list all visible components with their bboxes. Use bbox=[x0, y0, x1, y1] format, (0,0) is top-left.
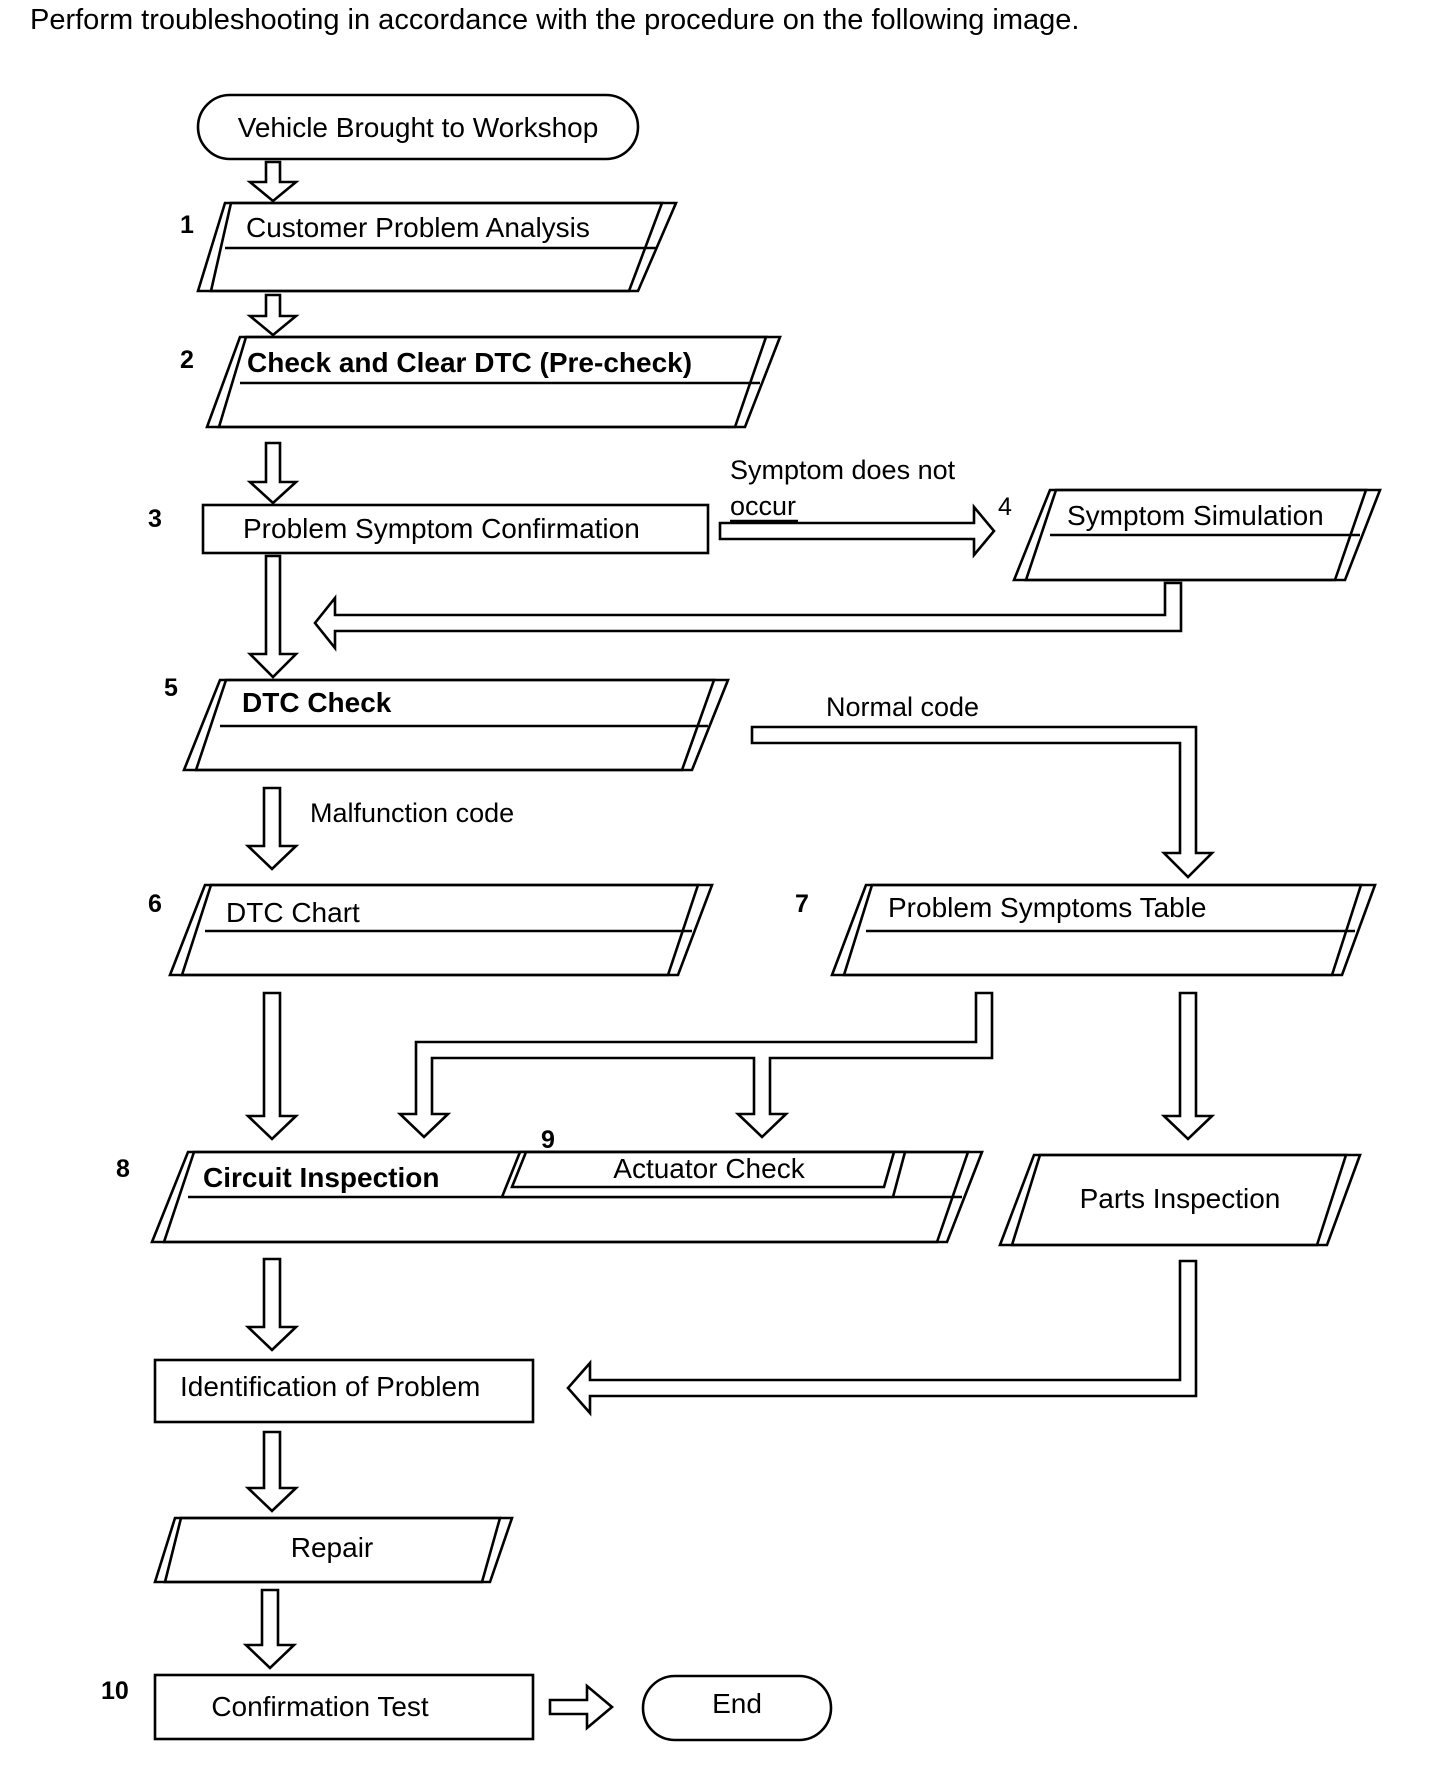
branch-normal-code: Normal code bbox=[826, 692, 979, 722]
step-8-label: Circuit Inspection bbox=[203, 1162, 439, 1193]
arrow-start-to-step-1 bbox=[246, 160, 300, 203]
repair: Repair bbox=[153, 1516, 514, 1584]
step-3-problem-symptom-confirmation: 3 Problem Symptom Confirmation bbox=[148, 503, 710, 555]
branch-symptom-not-occur-line2: occur bbox=[730, 491, 796, 521]
step-5-dtc-check: 5 DTC Check bbox=[164, 674, 730, 772]
end-label: End bbox=[712, 1688, 762, 1719]
arrow-step-5-to-step-7 bbox=[750, 725, 1216, 879]
step-3-number: 3 bbox=[148, 505, 162, 533]
arrow-step-7-to-parts-inspection bbox=[1160, 991, 1216, 1141]
repair-label: Repair bbox=[291, 1532, 373, 1563]
step-2-check-clear-dtc: 2 Check and Clear DTC (Pre-check) bbox=[180, 335, 782, 429]
instruction-text: Perform troubleshooting in accordance wi… bbox=[30, 4, 1080, 36]
arrow-step-5-to-step-6 bbox=[244, 786, 300, 871]
confirmation-test-label: Confirmation Test bbox=[211, 1691, 429, 1722]
arrow-identification-to-repair bbox=[244, 1430, 300, 1513]
step-6-number: 6 bbox=[148, 890, 162, 918]
arrow-step-3-to-step-5 bbox=[246, 554, 300, 679]
arrow-repair-to-step-10 bbox=[242, 1588, 298, 1670]
step-2-label: Check and Clear DTC (Pre-check) bbox=[247, 347, 692, 378]
arrow-parts-inspection-to-identification bbox=[566, 1259, 1198, 1417]
step-1-number: 1 bbox=[180, 211, 194, 239]
step-7-problem-symptoms-table: 7 Problem Symptoms Table bbox=[795, 883, 1377, 977]
step-6-dtc-chart: 6 DTC Chart bbox=[148, 883, 714, 977]
branch-malfunction-code: Malfunction code bbox=[310, 798, 514, 828]
end-terminal: End bbox=[641, 1674, 833, 1742]
identification-of-problem: Identification of Problem bbox=[153, 1358, 535, 1424]
step-7-number: 7 bbox=[795, 890, 809, 918]
step-8-number: 8 bbox=[116, 1155, 130, 1183]
step-5-label: DTC Check bbox=[242, 687, 392, 718]
start-label: Vehicle Brought to Workshop bbox=[238, 112, 599, 143]
arrow-step-4-return bbox=[313, 581, 1183, 652]
step-3-label: Problem Symptom Confirmation bbox=[243, 513, 640, 544]
step-2-number: 2 bbox=[180, 346, 194, 374]
start-terminal: Vehicle Brought to Workshop bbox=[196, 93, 640, 161]
step-7-label: Problem Symptoms Table bbox=[888, 892, 1207, 923]
arrow-step-3-to-step-4 bbox=[718, 503, 996, 559]
step-4-number: 4 bbox=[998, 493, 1012, 521]
arrow-step-6-to-step-8 bbox=[244, 991, 300, 1141]
arrow-step-2-to-step-3 bbox=[246, 441, 300, 505]
step-10-number: 10 bbox=[101, 1677, 129, 1705]
step-4-label: Symptom Simulation bbox=[1067, 500, 1324, 531]
step-9-label: Actuator Check bbox=[613, 1153, 805, 1184]
step-5-number: 5 bbox=[164, 674, 178, 702]
step-1-customer-problem-analysis: 1 Customer Problem Analysis bbox=[180, 201, 678, 293]
arrow-step-8-to-identification bbox=[244, 1257, 300, 1352]
parts-inspection: Parts Inspection bbox=[998, 1153, 1362, 1247]
step-6-label: DTC Chart bbox=[226, 897, 360, 928]
step-9-number: 9 bbox=[541, 1126, 555, 1154]
arrow-step-10-to-end bbox=[548, 1683, 615, 1731]
branch-symptom-not-occur-line1: Symptom does not bbox=[730, 455, 956, 485]
step-1-label: Customer Problem Analysis bbox=[246, 212, 590, 243]
step-4-symptom-simulation: 4 Symptom Simulation bbox=[998, 488, 1382, 582]
step-9-actuator-check: 9 Actuator Check bbox=[500, 1126, 907, 1199]
arrow-step-7-to-step-8-and-9 bbox=[396, 991, 994, 1139]
step-10-confirmation-test: 10 Confirmation Test bbox=[101, 1673, 535, 1741]
arrow-step-1-to-step-2 bbox=[246, 293, 300, 337]
identification-label: Identification of Problem bbox=[180, 1371, 480, 1402]
parts-inspection-label: Parts Inspection bbox=[1080, 1183, 1281, 1214]
